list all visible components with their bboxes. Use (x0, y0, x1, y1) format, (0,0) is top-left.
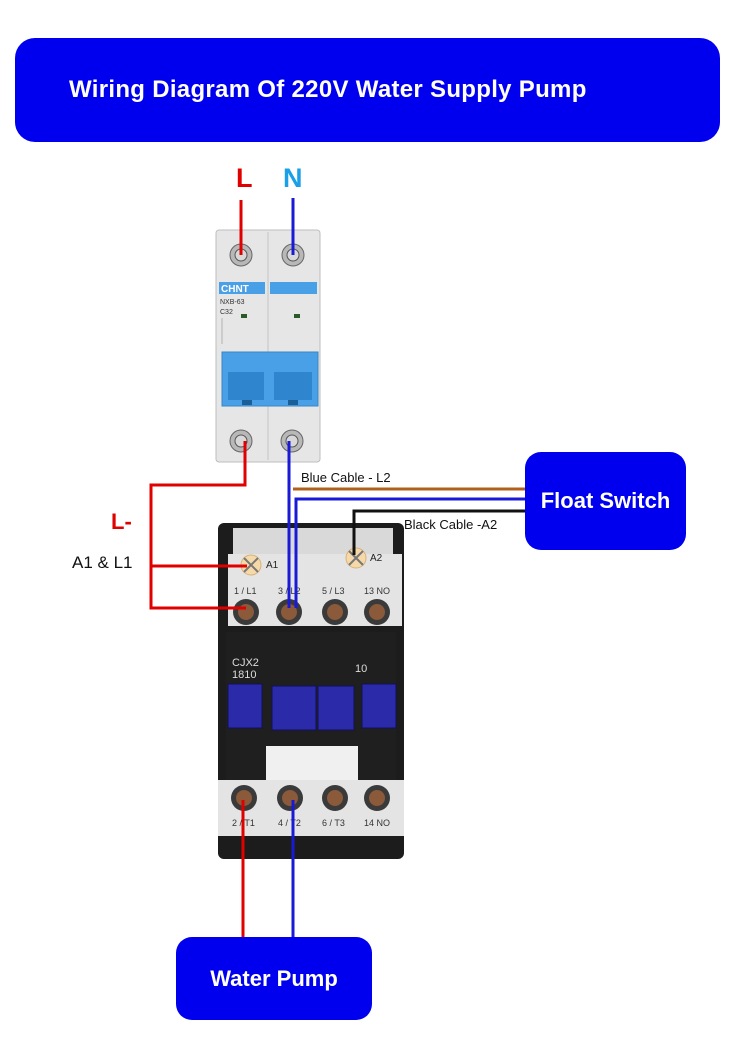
terminal-label-13: 13 NO (364, 586, 390, 596)
live-label: L (236, 163, 253, 193)
float-switch-box: Float Switch (525, 452, 686, 550)
breaker-model: NXB-63 (220, 299, 245, 306)
a1-l1-label: A1 & L1 (72, 553, 133, 572)
blue-cable-l2 (294, 497, 528, 608)
breaker-rating: C32 (220, 309, 233, 316)
title-banner: Wiring Diagram Of 220V Water Supply Pump (15, 38, 720, 142)
black-cable-label: Black Cable -A2 (404, 517, 498, 532)
contactor: 1 / L1 3 / L2 5 / L3 13 NO A1 A2 CJX2 18… (218, 523, 404, 859)
contactor-aux-rating: 10 (355, 663, 367, 675)
contactor-code: 1810 (232, 669, 256, 681)
coil-a1-label: A1 (266, 560, 279, 571)
live-to-l1-wire (149, 441, 247, 610)
terminal-label-14: 14 NO (364, 818, 390, 828)
page-title: Wiring Diagram Of 220V Water Supply Pump (69, 76, 587, 103)
circuit-breaker: CHNT NXB-63 C32 (215, 229, 321, 463)
blue-cable-label: Blue Cable - L2 (301, 470, 391, 485)
wires (149, 198, 528, 938)
live-minus-label: L- (111, 509, 132, 534)
terminal-label-1: 1 / L1 (234, 586, 257, 596)
contactor-model: CJX2 (232, 657, 259, 669)
water-pump-box: Water Pump (176, 937, 372, 1020)
terminal-label-4: 4 / T2 (278, 818, 301, 828)
water-pump-label: Water Pump (210, 965, 338, 991)
float-switch-label: Float Switch (540, 488, 671, 513)
breaker-brand: CHNT (221, 284, 249, 295)
neutral-label: N (283, 163, 303, 193)
terminal-label-5: 5 / L3 (322, 586, 345, 596)
coil-a2-label: A2 (370, 553, 383, 564)
terminal-label-6: 6 / T3 (322, 818, 345, 828)
black-cable-a2 (352, 509, 528, 555)
